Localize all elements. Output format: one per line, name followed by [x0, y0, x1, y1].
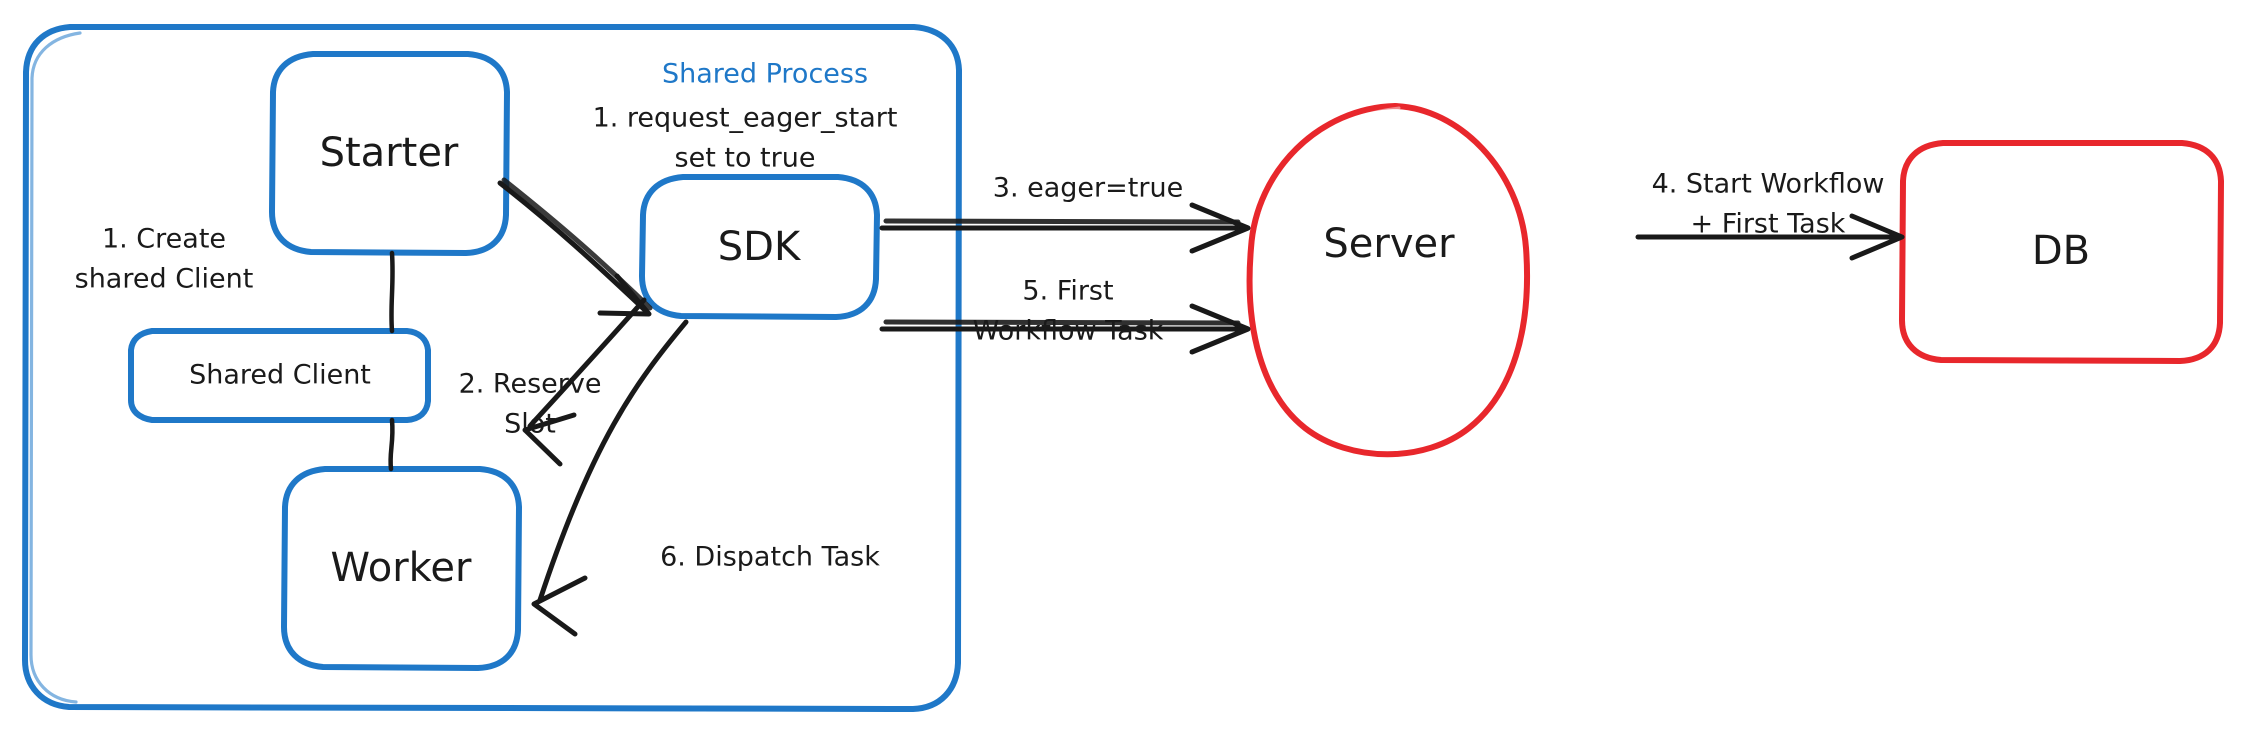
arrow-sdk-to-server-firsttask [879, 303, 1251, 355]
shared-client-highlight [136, 335, 160, 400]
worker-label: Worker [331, 545, 472, 591]
arrow-eager-true-head [1189, 202, 1251, 254]
starter-shape [269, 51, 510, 256]
label-start-workflow: 4. Start Workflow + First Task [1652, 169, 1885, 240]
sdk-label: SDK [718, 224, 802, 270]
label-first-workflow-task-line1: 5. First [1022, 276, 1113, 307]
node-starter[interactable]: Starter [269, 51, 510, 256]
shared-client-label: Shared Client [189, 360, 371, 391]
shared-process-border-inner [29, 31, 82, 704]
arrow-sdk-to-worker-dispatch [531, 319, 689, 637]
db-label: DB [2032, 228, 2090, 274]
arrow-starter-to-sdk [497, 177, 653, 317]
label-request-eager-start-line1: 1. request_eager_start [593, 103, 898, 134]
arrow-sdk-to-worker-reserve [522, 297, 647, 467]
sdk-shape [639, 174, 880, 320]
starter-label: Starter [320, 130, 459, 176]
label-create-shared-client-line1: 1. Create [102, 224, 226, 255]
shared-client-shape [128, 328, 431, 423]
label-first-workflow-task-line2: Workflow Task [973, 316, 1164, 347]
arrow-sdk-to-server-eager [879, 202, 1251, 254]
node-db[interactable]: DB [1899, 140, 2224, 364]
server-label: Server [1323, 221, 1455, 267]
label-dispatch-task: 6. Dispatch Task [660, 542, 880, 573]
shared-process-border [22, 24, 962, 712]
label-request-eager-start: 1. request_eager_start set to true [593, 103, 898, 174]
connector-starter-sharedclient-worker [388, 250, 395, 472]
label-start-workflow-line1: 4. Start Workflow [1652, 169, 1885, 200]
label-start-workflow-line2: + First Task [1691, 209, 1846, 240]
node-worker[interactable]: Worker [281, 466, 522, 671]
node-sdk[interactable]: SDK [639, 174, 880, 320]
label-reserve-slot-line2: Slot [504, 409, 556, 440]
label-first-workflow-task: 5. First Workflow Task [973, 276, 1164, 347]
starter-highlight [279, 58, 322, 210]
arrow-starter-to-sdk-line [497, 180, 650, 315]
arrow-starter-to-sdk-head [597, 273, 652, 317]
worker-shape [281, 466, 522, 671]
sdk-highlight [649, 181, 692, 274]
label-eager-true: 3. eager=true [993, 173, 1183, 204]
arrow-eager-true-line2 [883, 218, 1241, 225]
node-shared-client[interactable]: Shared Client [128, 328, 431, 423]
arrow-server-to-db [1635, 213, 1905, 261]
label-create-shared-client: 1. Create shared Client [75, 224, 254, 295]
server-highlight [1260, 106, 1401, 215]
worker-highlight [291, 473, 334, 625]
arrow-dispatch-task-head [531, 575, 588, 637]
label-reserve-slot: 2. Reserve Slot [459, 369, 602, 440]
arrow-first-workflow-task-head [1189, 303, 1251, 355]
label-dispatch-task-line1: 6. Dispatch Task [660, 542, 880, 573]
label-create-shared-client-line2: shared Client [75, 264, 254, 295]
group-title-shared-process: Shared Process [662, 59, 868, 90]
server-shape [1246, 103, 1531, 458]
group-shared-process[interactable]: Shared Process [22, 24, 962, 712]
arrow-reserve-slot-head [522, 412, 577, 467]
label-reserve-slot-line1: 2. Reserve [459, 369, 602, 400]
label-eager-true-line1: 3. eager=true [993, 173, 1183, 204]
db-highlight [1909, 147, 1952, 318]
arrow-start-workflow-head [1849, 213, 1905, 261]
label-request-eager-start-line2: set to true [675, 143, 816, 174]
arrow-reserve-slot-line [527, 297, 647, 429]
line-shared-client-to-worker [388, 417, 395, 472]
arrow-dispatch-task-line [537, 319, 689, 603]
line-starter-to-shared-client [389, 250, 395, 334]
arrow-first-workflow-task-line2 [883, 319, 1241, 326]
db-shape [1899, 140, 2224, 364]
node-server[interactable]: Server [1246, 103, 1531, 458]
